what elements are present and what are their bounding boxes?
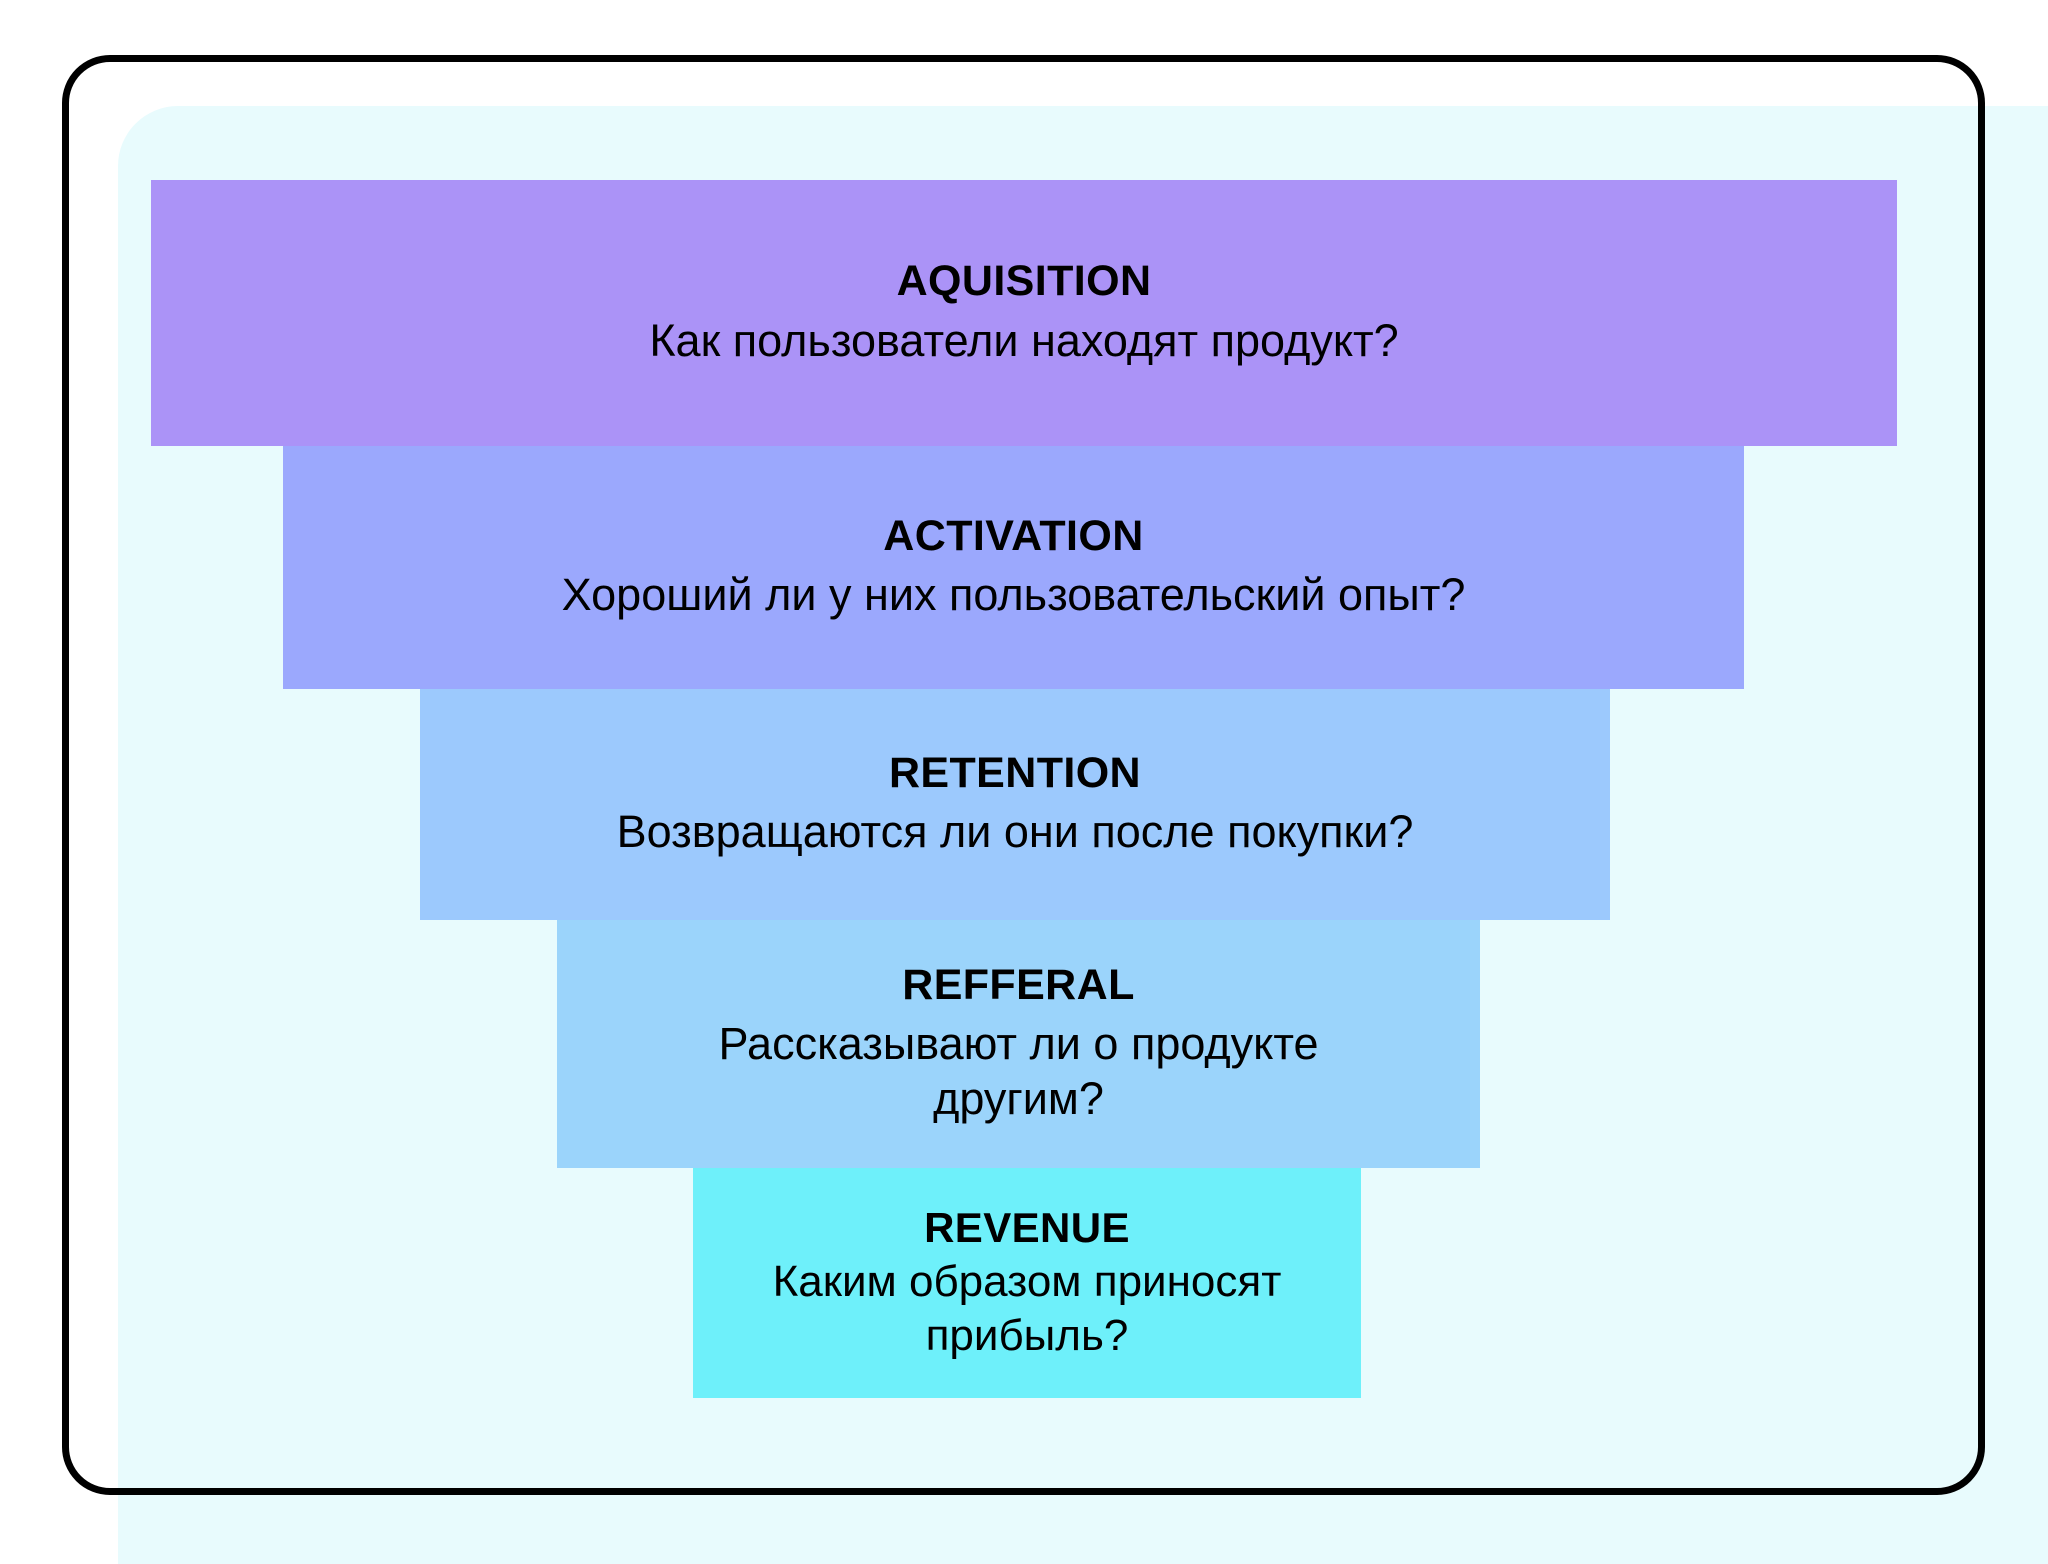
- funnel-stage-subtitle: Каким образом приносят прибыль?: [772, 1256, 1282, 1360]
- funnel-stage-subtitle: Хороший ли у них пользовательский опыт?: [561, 569, 1466, 621]
- funnel-stage-aquisition[interactable]: AQUISITION Как пользователи находят прод…: [151, 180, 1897, 446]
- funnel-stage-title: RETENTION: [888, 748, 1142, 797]
- funnel-stage-revenue[interactable]: REVENUE Каким образом приносят прибыль?: [693, 1168, 1361, 1398]
- funnel-stage-title: REVENUE: [924, 1203, 1130, 1251]
- funnel-stage-subtitle: Рассказывают ли о продукте другим?: [718, 1018, 1319, 1125]
- funnel-stage-subtitle: Возвращаются ли они после покупки?: [616, 806, 1414, 858]
- funnel-stage-refferal[interactable]: REFFERAL Рассказывают ли о продукте друг…: [557, 920, 1480, 1168]
- funnel-stage-title: AQUISITION: [896, 257, 1152, 306]
- funnel-stage-title: ACTIVATION: [883, 511, 1144, 560]
- funnel-stage-subtitle: Как пользователи находят продукт?: [649, 314, 1399, 366]
- funnel-stage-title: REFFERAL: [902, 961, 1135, 1010]
- funnel-stage-activation[interactable]: ACTIVATION Хороший ли у них пользователь…: [283, 446, 1744, 689]
- funnel-stage-retention[interactable]: RETENTION Возвращаются ли они после поку…: [420, 689, 1610, 920]
